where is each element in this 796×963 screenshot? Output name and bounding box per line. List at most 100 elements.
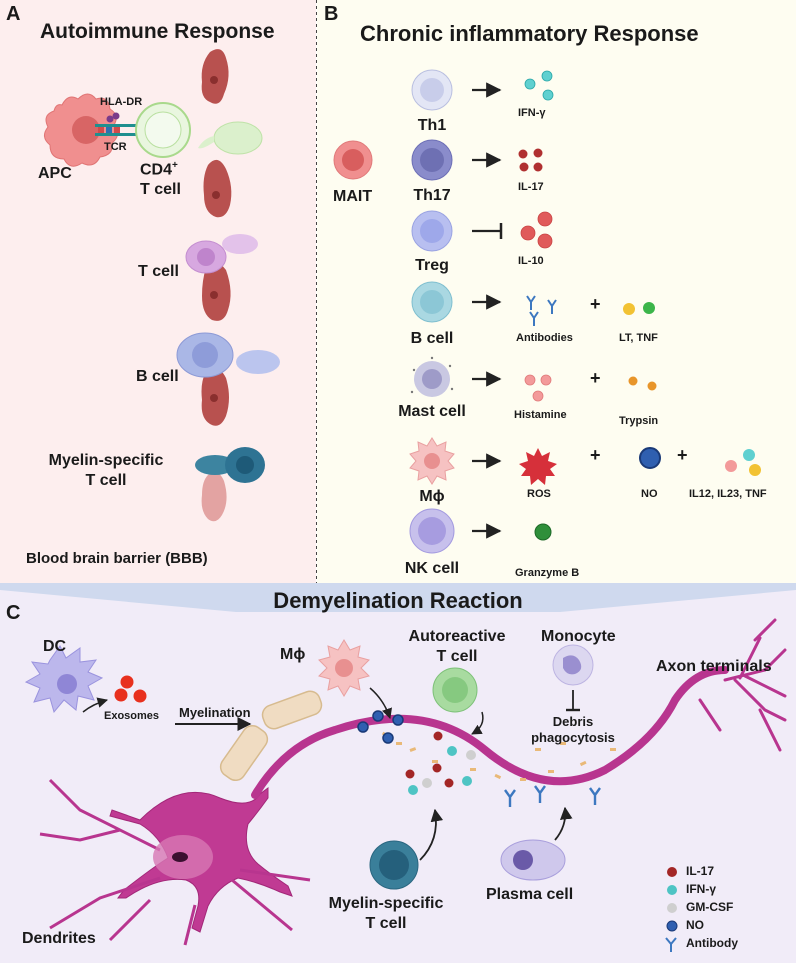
cytokine-cluster	[405, 731, 476, 795]
panel-b-title: Chronic inflammatory Response	[360, 21, 699, 46]
exosomes-label: Exosomes	[104, 710, 160, 722]
migrating-myelin-specific-t-cell	[195, 447, 265, 483]
debris-label: Debris	[552, 714, 594, 729]
cd4-t-cell-label: T cell	[140, 181, 181, 198]
panel-c-banner	[0, 583, 796, 612]
macrophage-c	[318, 639, 370, 697]
macrophage-label: Mϕ	[419, 488, 445, 505]
th17-cell	[411, 139, 453, 181]
il10-label: IL-10	[518, 255, 544, 267]
trypsin-label: Trypsin	[619, 415, 659, 427]
antibodies-c	[504, 785, 601, 807]
no-dots-c	[357, 710, 404, 744]
legend-gm-csf: GM-CSF	[686, 900, 734, 914]
panel-c-background	[0, 583, 796, 963]
antibody-icons	[526, 295, 557, 326]
apc-cell	[44, 93, 118, 167]
panel-b-arrows	[472, 82, 502, 539]
exosome-dots	[114, 675, 147, 703]
treg-label: Treg	[415, 257, 449, 274]
myelination-label: Myelination	[179, 705, 251, 720]
legend-no: NO	[686, 918, 704, 932]
legend-antibody: Antibody	[686, 936, 738, 950]
legend-markers	[665, 867, 678, 952]
dendrites-label: Dendrites	[22, 930, 96, 947]
autoreactive-t-cell-label: T cell	[436, 648, 478, 665]
antibodies-label: Antibodies	[516, 332, 573, 344]
cd4-superscript: +	[172, 160, 178, 171]
nk-cell-label: NK cell	[404, 560, 460, 577]
th17-label: Th17	[413, 187, 451, 204]
axon	[251, 666, 729, 799]
plus-4: +	[677, 445, 688, 465]
plus-1: +	[590, 294, 601, 314]
th1-label: Th1	[417, 117, 447, 134]
panel-a-background	[0, 0, 316, 583]
migrating-cd4-t-cell	[198, 121, 263, 155]
nk-cell	[409, 508, 455, 554]
treg-cell	[411, 210, 453, 252]
il12-il23-tnf-label: IL12, IL23, TNF	[689, 488, 767, 500]
myelin-t-arrow	[419, 808, 444, 861]
no-label: NO	[641, 488, 658, 500]
autoreactive-t-cell	[432, 667, 478, 713]
phagocytosis-label: phagocytosis	[531, 730, 615, 745]
myelin-t-cell-label: T cell	[85, 472, 127, 489]
tcr-label: TCR	[104, 141, 127, 153]
il12-il23-tnf-dots	[725, 449, 761, 476]
plus-3: +	[590, 445, 601, 465]
dc-exosome-arrow	[82, 697, 109, 713]
macrophage-c-label: Mϕ	[280, 646, 306, 663]
plasma-cell	[500, 839, 566, 881]
apc-label: APC	[38, 165, 72, 182]
dendritic-cell	[24, 645, 104, 714]
axon-terminals-label: Axon terminals	[656, 658, 772, 675]
migrating-b-cell	[176, 332, 280, 378]
legend-il17: IL-17	[686, 864, 715, 878]
bbb-label: Blood brain barrier (BBB)	[26, 550, 208, 567]
plasma-cell-label: Plasma cell	[486, 886, 574, 903]
t-cell-label: T cell	[138, 263, 179, 280]
granzyme-b-dot	[534, 523, 552, 541]
granzyme-b-label: Granzyme B	[515, 567, 580, 579]
myelin-specific-c-label: Myelin-specific	[328, 895, 444, 912]
neuron-nucleus	[172, 852, 188, 862]
myelin-debris	[381, 731, 616, 781]
no-dot	[639, 447, 661, 469]
cd4-t-cell-nucleus	[144, 111, 182, 149]
bbb-nuclei	[210, 76, 220, 402]
plus-2: +	[590, 368, 601, 388]
b-cell-row-label: B cell	[410, 330, 454, 347]
panel-b-letter: B	[324, 3, 339, 25]
b-cell-label: B cell	[136, 368, 179, 385]
myelin-sheaths	[219, 690, 323, 782]
monocyte	[552, 644, 594, 686]
migrating-t-cell	[185, 234, 258, 274]
lt-tnf-dots	[623, 302, 655, 315]
plasma-arrow	[554, 806, 573, 841]
lt-tnf-label: LT, TNF	[619, 332, 658, 344]
cd4-text: CD4	[140, 161, 173, 179]
hla-tcr-complex	[95, 112, 145, 136]
ifn-gamma-label: IFN-γ	[518, 107, 546, 119]
axon-terminals	[698, 618, 787, 752]
panel-c-title: Demyelination Reaction	[273, 588, 523, 613]
b-cell	[411, 281, 453, 323]
mast-cell-label: Mast cell	[398, 403, 466, 420]
panel-c-letter: C	[6, 602, 21, 624]
autoreactive-label: Autoreactive	[408, 628, 506, 645]
monocyte-label: Monocyte	[541, 628, 616, 645]
panel-b-background	[317, 0, 796, 583]
dc-label: DC	[43, 638, 67, 655]
histamine-dots	[524, 374, 552, 402]
mast-cell	[410, 356, 454, 397]
trypsin-dots	[628, 376, 657, 391]
il17-dots	[518, 148, 543, 172]
mait-label: MAIT	[333, 188, 373, 205]
mait-nucleus	[342, 149, 364, 171]
hla-dr-label: HLA-DR	[100, 96, 143, 108]
ifn-gamma-dots	[524, 70, 554, 101]
ros-star	[519, 448, 557, 485]
autoreactive-arrow	[471, 711, 484, 735]
